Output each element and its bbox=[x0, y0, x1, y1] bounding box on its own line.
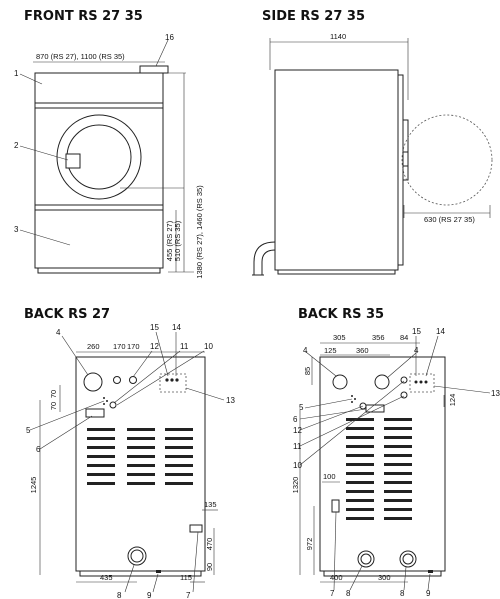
back27-callout-6: 6 bbox=[36, 445, 41, 454]
back-rs35-cabinet bbox=[319, 356, 446, 572]
back35-callout-12: 12 bbox=[293, 426, 302, 435]
back27-callout-11: 11 bbox=[180, 342, 189, 351]
back35-vent-grille bbox=[346, 418, 412, 520]
side-door-dimension: 630 (RS 27 35) bbox=[424, 215, 475, 224]
back35-dim-400: 400 bbox=[330, 573, 343, 582]
back27-dim-435: 435 bbox=[100, 573, 113, 582]
back35-dim-84: 84 bbox=[400, 333, 408, 342]
back35-dim-124: 124 bbox=[448, 394, 457, 407]
back35-plate-6 bbox=[365, 404, 385, 413]
back27-callout-9: 9 bbox=[147, 591, 152, 599]
back27-callout-4: 4 bbox=[56, 328, 61, 337]
back27-drain-8 bbox=[127, 546, 147, 566]
back-rs27-view: BACK RS 27 260 170 170 70 70 1245 bbox=[24, 307, 235, 599]
back35-dim-85: 85 bbox=[303, 367, 312, 375]
callout-1: 1 bbox=[14, 69, 19, 78]
back35-dim-972: 972 bbox=[305, 538, 314, 551]
side-door-edge bbox=[397, 74, 404, 266]
back35-callout-10: 10 bbox=[293, 461, 302, 470]
back27-dim-115: 115 bbox=[180, 573, 192, 582]
back27-dim-70a: 70 bbox=[49, 390, 58, 398]
side-width-dimension: 1140 bbox=[330, 32, 346, 41]
back35-callout-15: 15 bbox=[412, 327, 421, 336]
side-view: SIDE RS 27 35 1140 630 (RS 27 35) bbox=[252, 9, 493, 276]
back27-callout-13: 13 bbox=[226, 396, 235, 405]
side-view-title: SIDE RS 27 35 bbox=[262, 9, 365, 24]
back-rs35-title: BACK RS 35 bbox=[298, 307, 384, 322]
callout-16: 16 bbox=[165, 33, 174, 42]
back35-callout-6: 6 bbox=[293, 415, 298, 424]
exhaust-elbow bbox=[261, 249, 276, 275]
back-rs27-title: BACK RS 27 bbox=[24, 307, 110, 322]
back35-callout-11: 11 bbox=[293, 442, 302, 451]
back35-dim-300: 300 bbox=[378, 573, 391, 582]
back35-callout-5: 5 bbox=[299, 403, 304, 412]
back35-pipe-7 bbox=[331, 499, 340, 513]
back35-dim-100: 100 bbox=[323, 472, 336, 481]
back27-plate-6 bbox=[85, 408, 105, 418]
back27-pipe-7 bbox=[189, 524, 203, 533]
front-low-dimension-a: 455 (RS 27) bbox=[165, 220, 174, 261]
back35-drain-8b bbox=[399, 550, 417, 568]
back35-exhaust-4b bbox=[374, 374, 390, 390]
callout-2: 2 bbox=[14, 141, 19, 150]
back35-foot-9 bbox=[428, 570, 433, 573]
back35-callout-13: 13 bbox=[491, 389, 500, 398]
back35-callout-8a: 8 bbox=[346, 589, 351, 598]
back27-dim-70b: 70 bbox=[49, 402, 58, 410]
back27-dim-170a: 170 bbox=[113, 342, 126, 351]
top-connection bbox=[139, 65, 169, 74]
back27-callout-7: 7 bbox=[186, 591, 191, 599]
back27-dim-260: 260 bbox=[87, 342, 100, 351]
back27-box-13 bbox=[159, 373, 187, 393]
back35-callout-9: 9 bbox=[426, 589, 431, 598]
side-door-hinge bbox=[402, 119, 409, 181]
front-height-dimension: 1380 (RS 27), 1460 (RS 35) bbox=[195, 185, 204, 279]
back27-callout-12: 12 bbox=[150, 342, 159, 351]
back35-callout-7: 7 bbox=[330, 589, 335, 598]
back35-callout-8b: 8 bbox=[400, 589, 405, 598]
back27-callout-10: 10 bbox=[204, 342, 213, 351]
back35-exhaust-4a bbox=[332, 374, 348, 390]
side-base bbox=[277, 269, 396, 275]
back35-callout-4b: 4 bbox=[414, 346, 419, 355]
back35-dim-356: 356 bbox=[372, 333, 385, 342]
back27-dim-470: 470 bbox=[205, 538, 214, 551]
back27-foot-9 bbox=[156, 570, 161, 573]
back27-callout-5: 5 bbox=[26, 426, 31, 435]
front-width-dimension: 870 (RS 27), 1100 (RS 35) bbox=[36, 52, 125, 61]
side-cabinet bbox=[274, 69, 399, 271]
back35-callout-4a: 4 bbox=[303, 346, 308, 355]
back27-vent-grille bbox=[87, 428, 193, 485]
back27-exhaust-4 bbox=[83, 372, 103, 392]
back35-dim-360: 360 bbox=[356, 346, 369, 355]
front-base bbox=[37, 267, 161, 274]
front-view-title: FRONT RS 27 35 bbox=[24, 9, 143, 24]
back27-dim-90: 90 bbox=[205, 563, 214, 571]
callout-3: 3 bbox=[14, 225, 19, 234]
back27-callout-8: 8 bbox=[117, 591, 122, 599]
front-cabinet bbox=[34, 72, 164, 269]
front-low-dimension-b: 510 (RS 35) bbox=[173, 220, 182, 261]
door-handle bbox=[65, 153, 81, 169]
back35-box-13 bbox=[409, 373, 435, 393]
back27-dim-170b: 170 bbox=[127, 342, 140, 351]
back35-callout-14: 14 bbox=[436, 327, 445, 336]
door-swing-arc bbox=[401, 114, 493, 206]
back35-dim-1320: 1320 bbox=[291, 477, 300, 494]
front-view: FRONT RS 27 35 870 (RS 27), 1100 (RS 35)… bbox=[14, 9, 204, 279]
back27-callout-14: 14 bbox=[172, 323, 181, 332]
back27-dim-135: 135 bbox=[204, 500, 217, 509]
back35-dim-305: 305 bbox=[333, 333, 346, 342]
back35-dim-125: 125 bbox=[324, 346, 337, 355]
back-rs35-view: BACK RS 35 305 356 84 125 360 85 124 bbox=[291, 307, 500, 598]
back35-drain-8a bbox=[357, 550, 375, 568]
back27-dim-1245: 1245 bbox=[29, 477, 38, 494]
back27-callout-15: 15 bbox=[150, 323, 159, 332]
